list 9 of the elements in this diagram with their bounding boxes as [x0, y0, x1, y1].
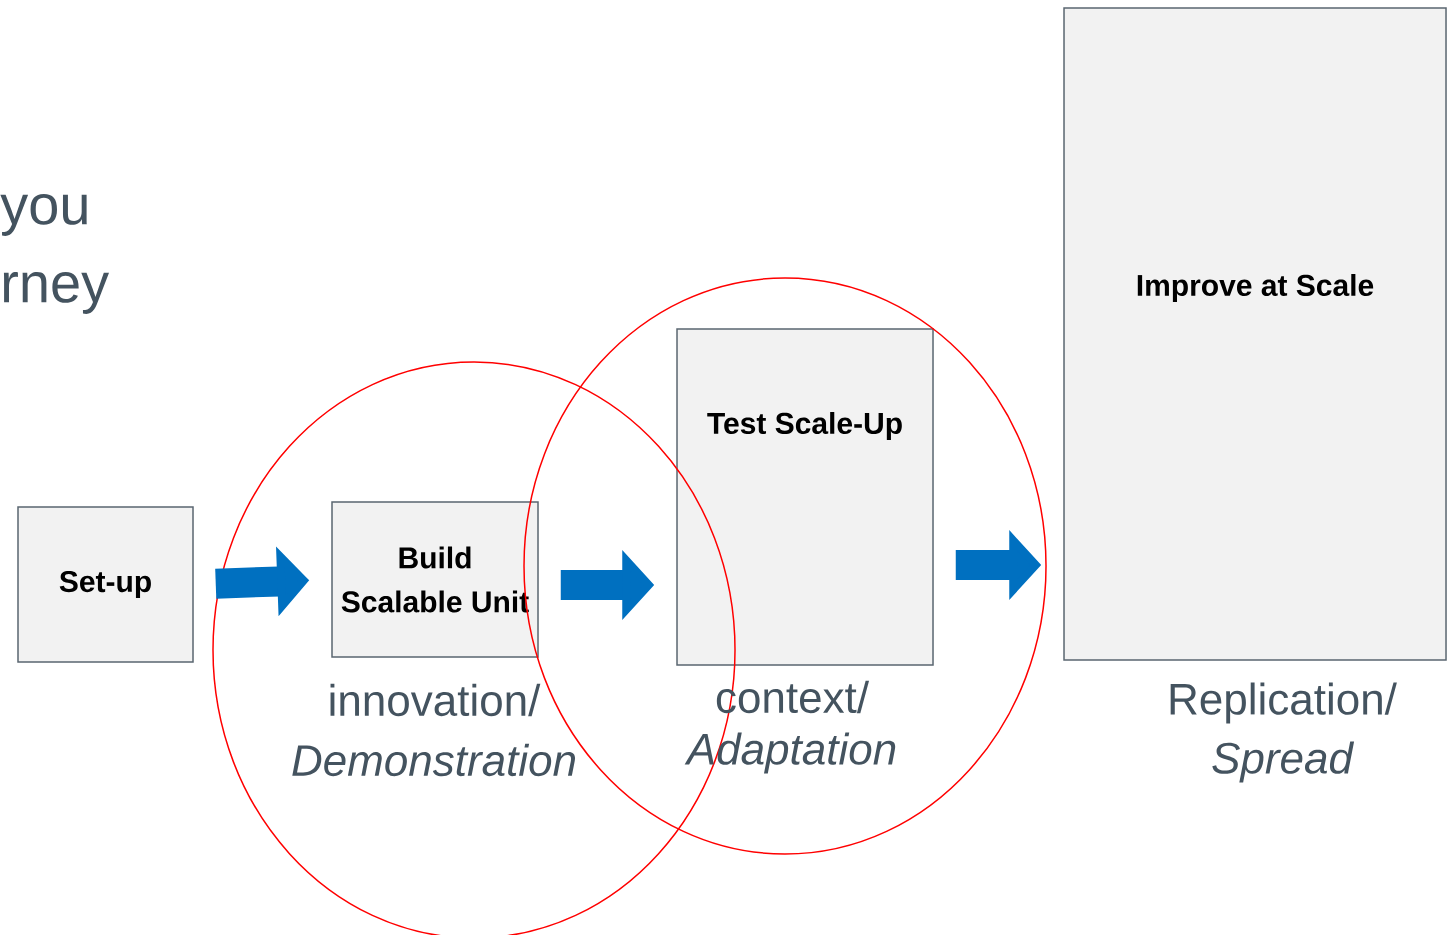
heading-fragment: rney	[3, 272, 109, 314]
process-box: Improve at Scale	[1063, 7, 1447, 661]
stage-caption: Replication/	[1170, 682, 1397, 724]
heading-fragment: you	[0, 194, 87, 236]
stage-caption: innovation/	[330, 683, 541, 717]
stage-caption: Spread	[1212, 741, 1355, 783]
stage-caption: Demonstration	[292, 743, 576, 777]
process-box: Set-up	[17, 506, 194, 663]
process-box: Test Scale-Up	[676, 328, 934, 666]
